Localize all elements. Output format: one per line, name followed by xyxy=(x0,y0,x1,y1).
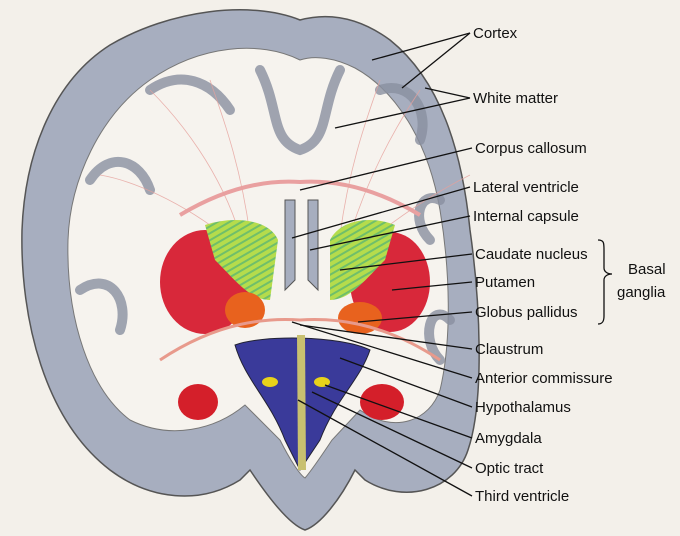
globus-pallidus-left xyxy=(225,292,265,328)
anterior-commissure xyxy=(159,317,441,362)
optic-tract-right xyxy=(314,377,330,387)
label-putamen: Putamen xyxy=(475,274,535,291)
label-internal-capsule: Internal capsule xyxy=(473,208,579,225)
label-basal: Basal xyxy=(628,261,666,278)
amygdala-left xyxy=(178,384,218,420)
label-globus-pallidus: Globus pallidus xyxy=(475,304,578,321)
caudate-nucleus-right xyxy=(330,220,395,300)
caudate-nucleus-left xyxy=(205,220,278,300)
gyri xyxy=(75,65,455,365)
optic-tract-left xyxy=(262,377,278,387)
corpus-callosum xyxy=(178,179,422,217)
lateral-ventricle-right xyxy=(307,199,319,292)
label-white-matter: White matter xyxy=(473,90,558,107)
label-third-ventricle: Third ventricle xyxy=(475,488,569,505)
leader-lines xyxy=(291,32,613,497)
label-optic-tract: Optic tract xyxy=(475,460,544,477)
label-hypothalamus: Hypothalamus xyxy=(475,399,571,416)
label-amygdala: Amygdala xyxy=(475,430,542,447)
amygdala-right xyxy=(360,384,404,420)
lateral-ventricle xyxy=(284,199,296,292)
label-anterior-commissure: Anterior commissure xyxy=(475,370,613,387)
label-claustrum: Claustrum xyxy=(475,341,543,358)
label-ganglia: ganglia xyxy=(617,284,666,301)
label-lateral-ventricle: Lateral ventricle xyxy=(473,179,579,196)
label-caudate-nucleus: Caudate nucleus xyxy=(475,246,588,263)
label-cortex: Cortex xyxy=(473,25,518,42)
label-corpus-callosum: Corpus callosum xyxy=(475,140,587,157)
